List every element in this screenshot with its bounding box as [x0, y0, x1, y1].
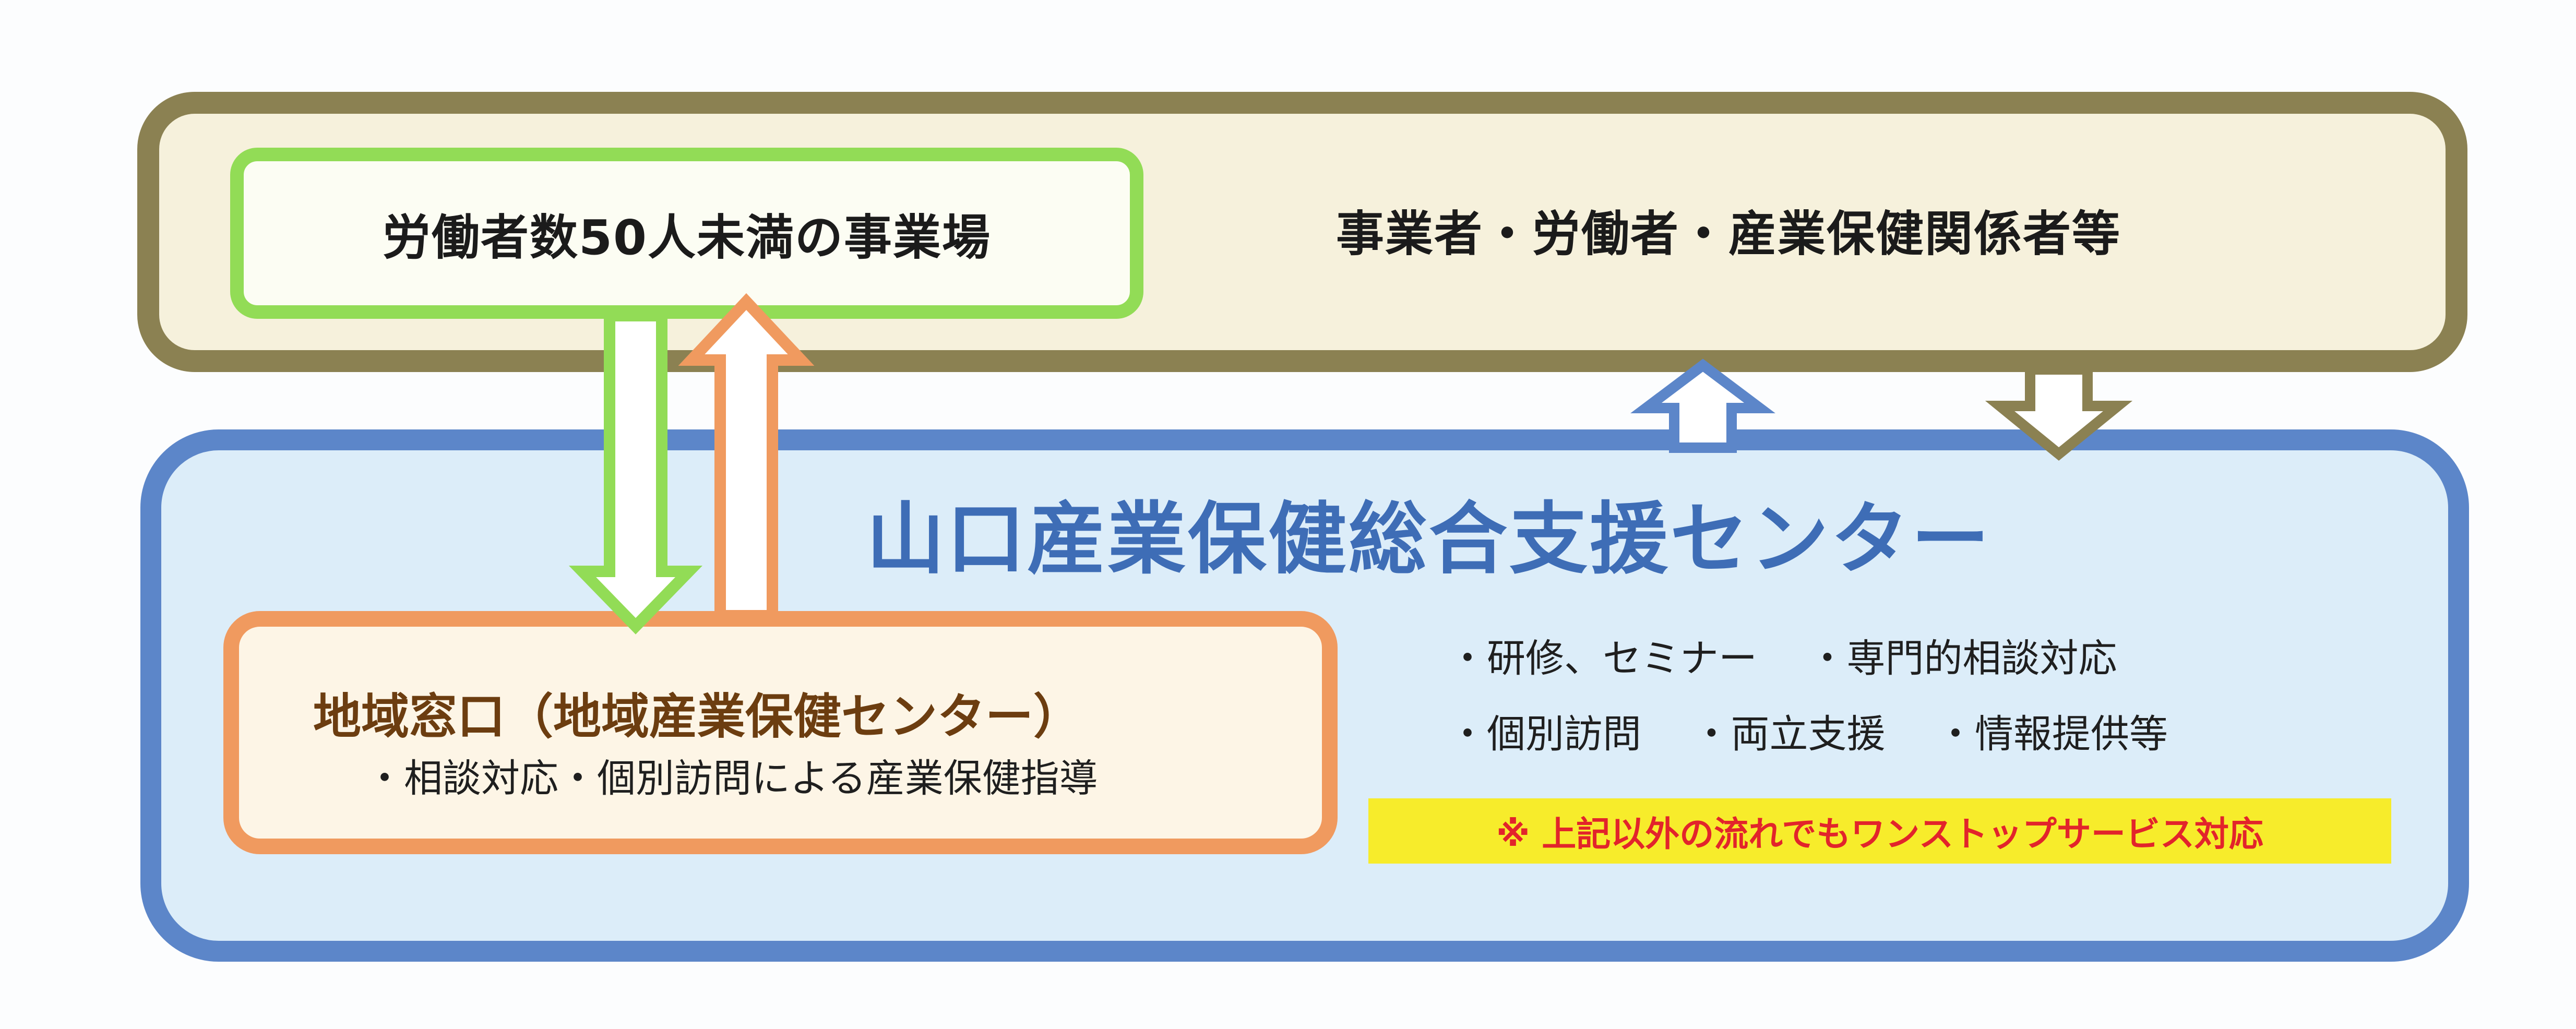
- stakeholders-label: 事業者・労働者・産業保健関係者等: [1336, 206, 2121, 262]
- down-arrow-green: [568, 310, 703, 635]
- services-row-2: ・個別訪問 ・両立支援 ・情報提供等: [1448, 711, 2168, 757]
- down-arrow-olive: [1985, 364, 2133, 461]
- up-arrow-orange: [678, 293, 815, 621]
- one-stop-note: ※ 上記以外の流れでもワンストップサービス対応: [1368, 798, 2391, 864]
- up-arrow-blue: [1630, 358, 1775, 453]
- support-center-title: 山口産業保健総合支援センター: [866, 494, 1992, 585]
- top-stakeholder-band: [137, 92, 2467, 372]
- regional-window-box: [223, 611, 1338, 854]
- small-workplace-label: 労働者数50人未満の事業場: [382, 209, 992, 266]
- regional-window-subtitle: ・相談対応・個別訪問による産業保健指導: [365, 756, 1098, 801]
- small-workplace-box: 労働者数50人未満の事業場: [230, 148, 1143, 319]
- services-row-1: ・研修、セミナー ・専門的相談対応: [1448, 636, 2117, 681]
- regional-window-title: 地域窓口（地域産業保健センター）: [313, 688, 1082, 745]
